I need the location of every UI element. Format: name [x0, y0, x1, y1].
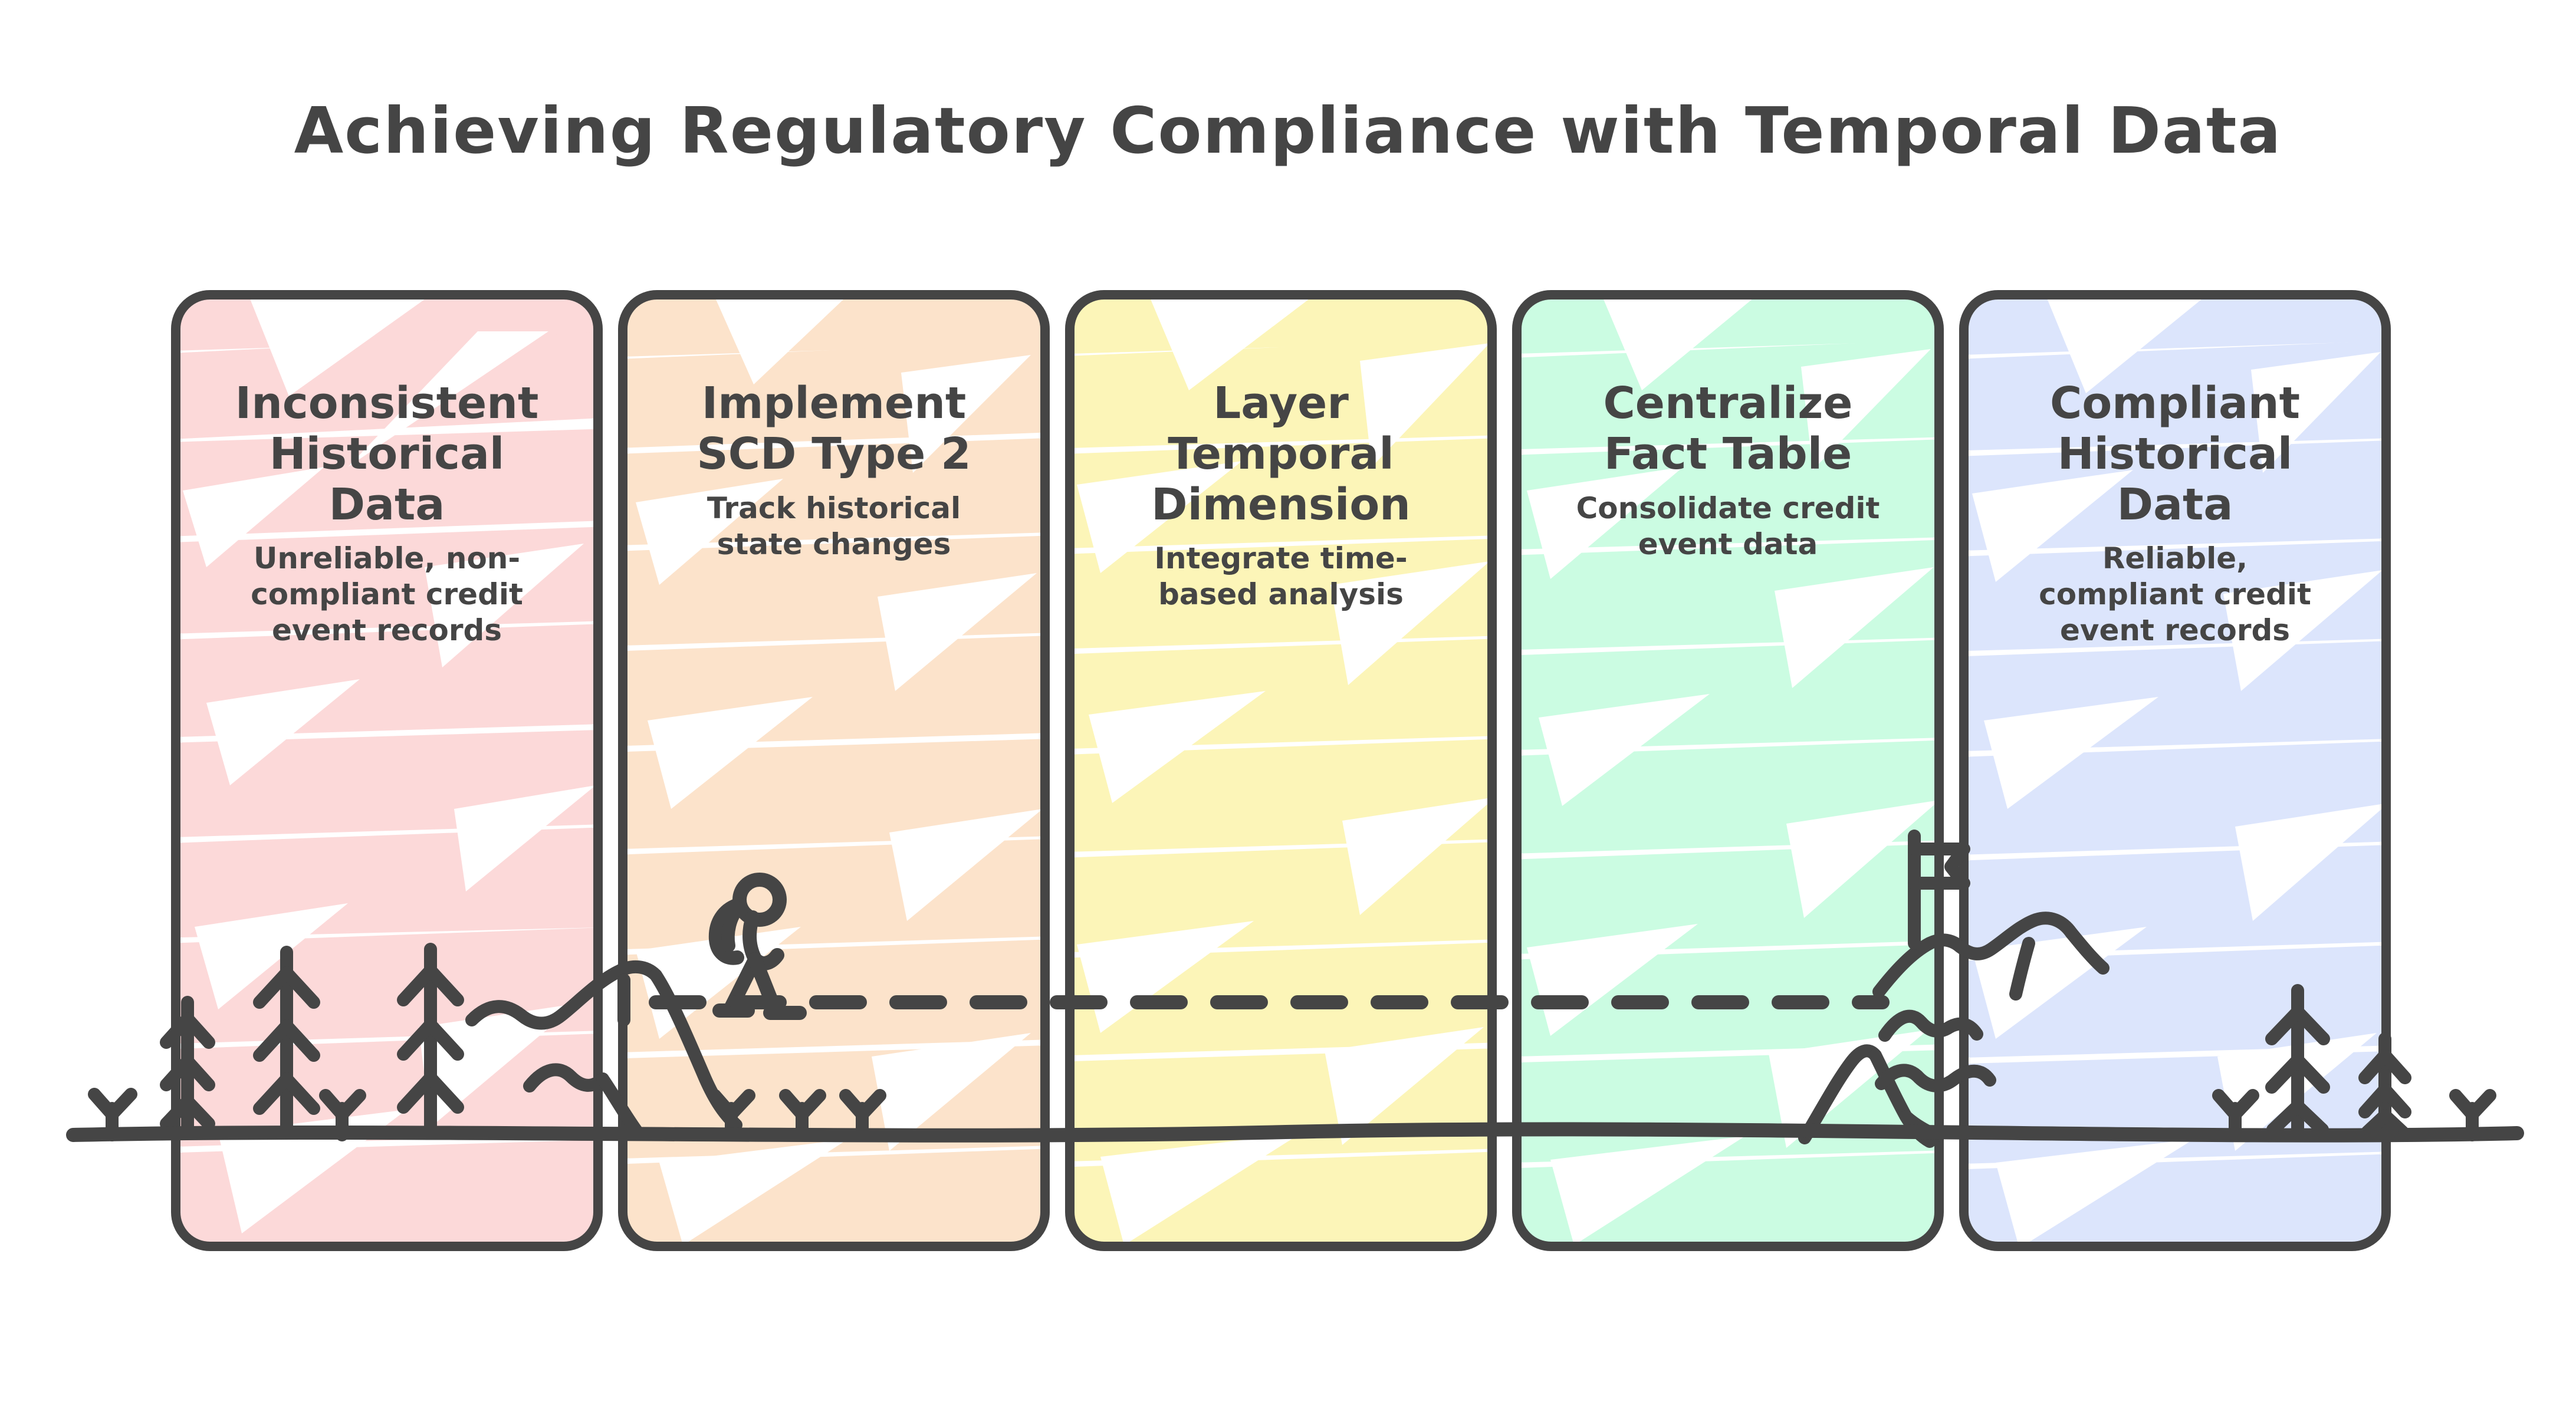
panel-1-shape	[171, 290, 603, 1251]
panel-compliant-historical-data[interactable]: Compliant Historical Data Reliable, comp…	[1959, 290, 2391, 1251]
panel-implement-scd-type-2[interactable]: Implement SCD Type 2 Track historical st…	[618, 290, 1050, 1251]
panel-2-shape	[618, 290, 1050, 1251]
panel-inconsistent-historical-data[interactable]: Inconsistent Historical Data Unreliable,…	[171, 290, 603, 1251]
page-title: Achieving Regulatory Compliance with Tem…	[294, 94, 2282, 168]
panel-4-shape	[1512, 290, 1944, 1251]
panel-5-shape	[1959, 290, 2391, 1251]
panel-layer-temporal-dimension[interactable]: Layer Temporal Dimension Integrate time-…	[1065, 290, 1497, 1251]
panel-3-shape	[1065, 290, 1497, 1251]
panel-centralize-fact-table[interactable]: Centralize Fact Table Consolidate credit…	[1512, 290, 1944, 1251]
